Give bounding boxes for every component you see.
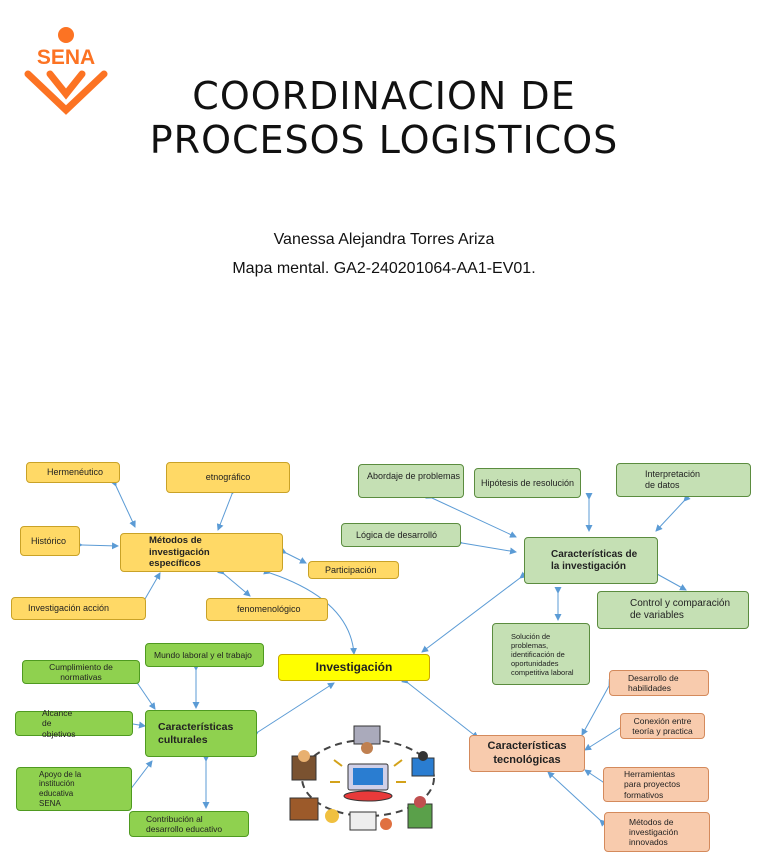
sena-logo: SENA	[20, 26, 112, 116]
node-caracteristicas-tecnologicas: Características tecnológicas	[469, 735, 585, 772]
node-hermeneutico: Hermenéutico	[26, 462, 120, 483]
node-mundo-laboral: Mundo laboral y el trabajo	[145, 643, 264, 667]
node-participacion: Participación	[308, 561, 399, 579]
assignment-code: Mapa mental. GA2-240201064-AA1-EV01.	[232, 260, 536, 277]
node-contribucion-educativo: Contribución al desarrollo educativo	[129, 811, 249, 837]
node-interpretacion-datos: Interpretación de datos	[616, 463, 751, 497]
node-investigacion-accion: Investigación acción	[11, 597, 146, 620]
node-historico: Histórico	[20, 526, 80, 556]
node-metodos-innovados: Métodos de investigación innovados	[604, 812, 710, 852]
node-hipotesis-resolucion: Hipótesis de resolución	[474, 468, 581, 498]
author-name: Vanessa Alejandra Torres Ariza	[273, 231, 495, 248]
logo-text: SENA	[37, 46, 95, 69]
node-conexion-teoria: Conexión entre teoría y practica	[620, 713, 705, 739]
title-line-2: PROCESOS LOGISTICOS	[149, 118, 619, 162]
title-line-1: COORDINACION DE	[192, 74, 576, 118]
node-control-variables: Control y comparación de variables	[597, 591, 749, 629]
node-metodos-investigacion: Métodos de investigación específicos	[120, 533, 283, 572]
node-abordaje-problemas: Abordaje de problemas	[358, 464, 464, 498]
node-herramientas-proyectos: Herramientas para proyectos formativos	[603, 767, 709, 802]
node-caracteristicas-investigacion: Características de la investigación	[524, 537, 658, 584]
node-cumplimiento-normativas: Cumplimiento de normativas	[22, 660, 140, 684]
network-illustration	[282, 720, 454, 836]
node-logica-desarrollo: Lógica de desarrolló	[341, 523, 461, 547]
node-desarrollo-habilidades: Desarrollo de habilidades	[609, 670, 709, 696]
node-apoyo-sena: Apoyo de la institución educativa SENA	[16, 767, 132, 811]
node-caracteristicas-culturales: Características culturales	[145, 710, 257, 757]
node-fenomenologico: fenomenológico	[206, 598, 328, 621]
node-investigacion-central: Investigación	[278, 654, 430, 681]
node-solucion-problemas: Solución de problemas, identificación de…	[492, 623, 590, 685]
node-etnografico: etnográfico	[166, 462, 290, 493]
node-alcance-objetivos: Alcance de objetivos	[15, 708, 133, 739]
